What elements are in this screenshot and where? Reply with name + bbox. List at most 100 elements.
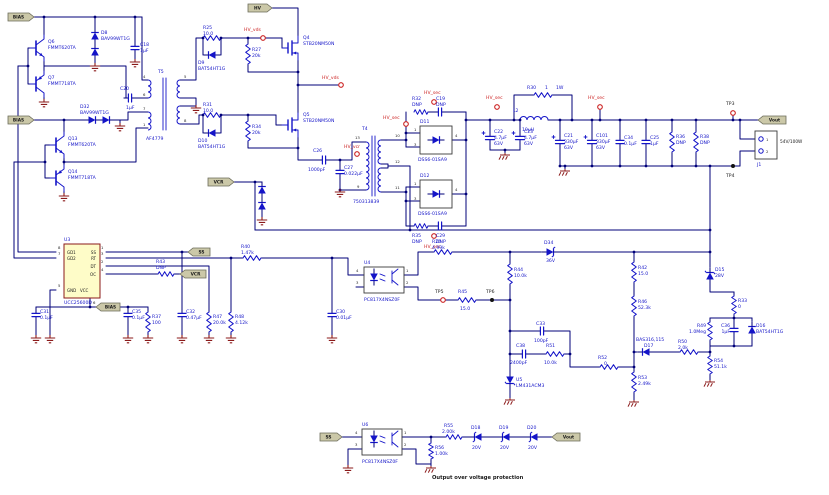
- svg-text:R48: R48: [235, 314, 244, 320]
- svg-text:FMMT718TA: FMMT718TA: [48, 81, 77, 87]
- wire: [513, 94, 535, 121]
- test-point-tp6: [490, 298, 494, 302]
- wire: [569, 353, 601, 368]
- label: 2.0k: [678, 345, 688, 351]
- resistor-r51: [545, 351, 565, 357]
- svg-text:6: 6: [143, 92, 146, 97]
- label: R27: [252, 47, 261, 53]
- label: 330µF: [564, 139, 579, 145]
- label: 750313839: [353, 199, 379, 205]
- label: HV_vds: [322, 75, 340, 81]
- capacitor-c21: [551, 133, 566, 151]
- svg-text:T5: T5: [157, 69, 164, 75]
- label: FMMT718TA: [48, 81, 77, 87]
- label: R34: [252, 124, 261, 130]
- svg-text:Vout: Vout: [769, 118, 780, 124]
- junction-dot: [590, 164, 594, 168]
- ground-icon: [558, 169, 570, 176]
- svg-text:63V: 63V: [564, 145, 574, 151]
- ground-icon: [503, 398, 515, 405]
- junction-dot: [618, 164, 622, 168]
- label: STB20NM50N: [303, 41, 334, 47]
- junction-dot: [42, 15, 46, 19]
- svg-text:PC817X4NSZ0F: PC817X4NSZ0F: [362, 459, 398, 465]
- resistor-r56: [428, 442, 434, 460]
- wire: [551, 94, 573, 121]
- resistor-r34: [245, 120, 251, 142]
- phototransistor-icon: [391, 268, 399, 275]
- junction-dot: [429, 435, 433, 439]
- label: 13: [355, 135, 360, 140]
- svg-text:54V/100W: 54V/100W: [780, 139, 803, 145]
- svg-text:STB20NM50N: STB20NM50N: [303, 118, 334, 124]
- svg-text:1: 1: [101, 245, 104, 250]
- svg-text:FMMT620TA: FMMT620TA: [48, 45, 77, 51]
- label: 0.1µF: [624, 141, 637, 147]
- label: 4: [101, 267, 104, 272]
- svg-text:TP5: TP5: [434, 289, 444, 295]
- label: 6: [93, 300, 96, 305]
- label: C31: [40, 309, 49, 315]
- svg-text:OC: OC: [90, 272, 96, 277]
- label: 36V: [546, 258, 556, 264]
- label: 1W: [556, 85, 564, 91]
- svg-text:C33: C33: [536, 321, 545, 327]
- svg-text:R45: R45: [458, 289, 467, 295]
- label: HV_sec: [424, 244, 441, 250]
- label: HV_sec: [588, 95, 605, 101]
- capacitor-c32: [177, 306, 187, 324]
- svg-text:1µF: 1µF: [722, 329, 731, 335]
- label: TP3: [725, 101, 735, 107]
- ground-icon: [122, 335, 134, 344]
- svg-text:20k: 20k: [252, 130, 261, 136]
- junction-dot: [568, 352, 572, 356]
- ground-icon: [225, 335, 237, 344]
- label: 1: [143, 122, 146, 127]
- ground-icon: [176, 335, 188, 344]
- label: Q7: [48, 75, 55, 81]
- label: 15.0: [638, 271, 648, 277]
- label: 3: [356, 280, 359, 285]
- label: R30: [527, 85, 536, 91]
- svg-text:15.0: 15.0: [638, 271, 648, 277]
- junction-dot: [694, 118, 698, 122]
- svg-text:1: 1: [406, 268, 409, 273]
- label: R43: [156, 259, 165, 265]
- label: R42: [638, 265, 647, 271]
- resistor-r26: [433, 249, 453, 255]
- svg-text:R38: R38: [700, 134, 709, 140]
- label: D32: [80, 104, 89, 110]
- junction-dot: [512, 118, 516, 122]
- wire: [119, 111, 149, 121]
- resistor-r47: [206, 311, 212, 333]
- zener-d18: [469, 431, 487, 443]
- svg-text:DNP: DNP: [156, 265, 166, 271]
- net-port-ss: SS: [319, 432, 343, 442]
- svg-text:3: 3: [414, 142, 417, 147]
- svg-text:0.1µF: 0.1µF: [132, 315, 145, 321]
- label: Q4: [303, 35, 310, 41]
- resistor-r52: [599, 364, 619, 370]
- junction-dot: [201, 36, 205, 40]
- label: C23: [524, 129, 533, 135]
- svg-text:BAV99WT1G: BAV99WT1G: [101, 36, 130, 42]
- svg-text:BAS316,115: BAS316,115: [636, 337, 664, 343]
- led-arrow-icon: [379, 440, 386, 444]
- label: 4.12k: [235, 320, 248, 326]
- label: 10: [395, 133, 400, 138]
- svg-text:SS: SS: [91, 250, 97, 255]
- junction-dot: [508, 329, 512, 333]
- label: 7: [58, 251, 61, 256]
- svg-text:BIAS: BIAS: [13, 118, 24, 124]
- label: BAV99WT1G: [101, 36, 130, 42]
- label: 0: [738, 304, 741, 310]
- svg-text:C34: C34: [624, 135, 633, 141]
- svg-text:L2: L2: [513, 108, 519, 114]
- label: DNP: [156, 265, 166, 271]
- opto-led-icon: [370, 430, 378, 448]
- svg-text:D20: D20: [527, 425, 536, 431]
- label: TP4: [725, 173, 735, 179]
- junction-dot: [201, 113, 205, 117]
- junction-dot: [731, 118, 735, 122]
- ground-icon: [44, 335, 56, 344]
